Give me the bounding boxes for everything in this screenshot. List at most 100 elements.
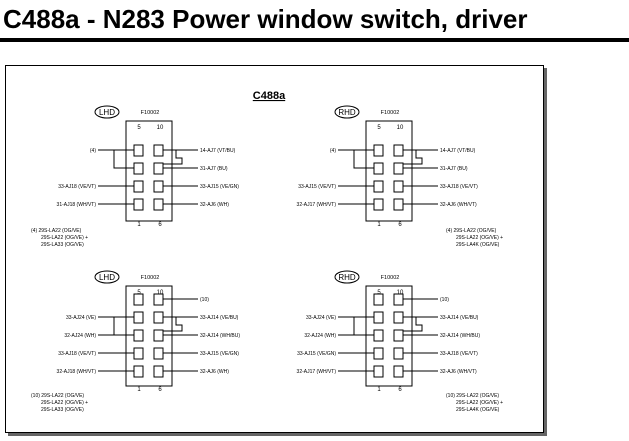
side-badge-label: RHD [338,108,356,117]
pin-number-top-left: 5 [377,125,381,131]
cavity-left [373,311,384,324]
wire-label-right: 32-AJ14 (WH/BU) [200,333,240,339]
side-badge-label: LHD [99,108,115,117]
cavity-left [133,293,144,306]
splice-note: 29S-LA33 (OG/VE) [41,407,84,413]
wire-label-right: 33-AJ14 (VE/BU) [200,315,239,321]
loop-wire-right [403,149,423,165]
cavity-right [153,347,164,360]
cavity-right [153,311,164,324]
cavity-left [373,162,384,175]
wire-label-left: 32-AJ24 (WH) [304,333,336,339]
wire-label-right: 31-AJ7 (BU) [200,166,228,172]
cavity-right [153,180,164,193]
cavity-right [153,144,164,157]
splice-note: 29S-LA22 (OG/VE) + [41,400,88,406]
cavity-left [133,180,144,193]
pin-number-top-left: 5 [377,290,381,296]
loop-wire-left [353,316,374,336]
cavity-left [133,198,144,211]
cavity-right [393,198,404,211]
pin-number-top-left: 5 [137,125,141,131]
side-badge [334,105,360,119]
pin-number-bottom-right: 6 [398,222,402,228]
wire-label-right: 14-AJ7 (VT/BU) [200,148,236,154]
cavity-left [373,365,384,378]
wire-label-right: (10) [440,297,449,303]
loop-wire-left [113,149,134,169]
cavity-right [153,162,164,175]
wire-label-left: 33-AJ15 (VE/GN) [297,351,336,357]
pin-number-top-left: 5 [137,290,141,296]
cavity-left [373,293,384,306]
pin-number-bottom-right: 6 [398,387,402,393]
wire-label-left: 33-AJ24 (VE) [66,315,96,321]
loop-wire-right [403,316,423,332]
wire-label-right: 32-AJ6 (WH/VT) [440,369,477,375]
side-badge [94,270,120,284]
wire-label-left: 32-AJ18 (WH/VT) [57,369,97,375]
cavity-left [133,311,144,324]
wire-label-right: 33-AJ18 (VE/VT) [440,184,478,190]
pin-number-top-right: 10 [157,290,164,296]
part-number: F10002 [141,110,160,116]
connector-body [365,120,413,222]
wire-label-right: 33-AJ14 (VE/BU) [440,315,479,321]
pin-number-top-right: 10 [397,290,404,296]
connector-panel: RHD F10002 5 10 1 6 33-AJ24 (VE) 32-AJ24 (WH) 33… [297,270,503,413]
splice-note: 29S-LA33 (OG/VE) [41,242,84,248]
wire-label-right: 32-AJ6 (WH) [200,369,229,375]
part-number: F10002 [381,275,400,281]
pin-number-bottom-right: 6 [158,387,162,393]
wire-label-left: 33-AJ18 (VE/VT) [58,351,96,357]
cavity-left [373,347,384,360]
side-badge [334,270,360,284]
wire-label-right: 33-AJ15 (VE/GN) [200,351,239,357]
cavity-right [393,311,404,324]
part-number: F10002 [381,110,400,116]
loop-wire-left [113,316,134,336]
wire-label-right: 32-AJ6 (WH/VT) [440,202,477,208]
cavity-left [373,180,384,193]
side-badge-label: RHD [338,273,356,282]
splice-note: 29S-LA22 (OG/VE) + [41,235,88,241]
cavity-right [393,293,404,306]
cavity-right [153,329,164,342]
loop-wire-right [163,149,183,165]
pin-number-bottom-left: 1 [377,387,381,393]
splice-note: 29S-LA22 (OG/VE) + [456,235,503,241]
splice-note: 29S-LA4K (OG/VE) [456,242,500,248]
cavity-right [393,329,404,342]
part-number: F10002 [141,275,160,281]
cavity-left [133,162,144,175]
pin-number-top-right: 10 [397,125,404,131]
cavity-right [393,347,404,360]
wire-label-left: 33-AJ24 (VE) [306,315,336,321]
cavity-left [373,329,384,342]
splice-note: (4) 29S-LA22 (OG/VE) [446,228,497,234]
loop-wire-left [353,149,374,169]
cavity-left [133,144,144,157]
pin-number-bottom-left: 1 [377,222,381,228]
pin-number-top-right: 10 [157,125,164,131]
wire-label-right: 31-AJ7 (BU) [440,166,468,172]
connector-body [125,120,173,222]
splice-note: (4) 29S-LA22 (OG/VE) [31,228,82,234]
wire-label-right: 32-AJ6 (WH) [200,202,229,208]
wire-label-right: 33-AJ15 (VE/GN) [200,184,239,190]
cavity-left [133,365,144,378]
splice-note: 29S-LA4K (OG/VE) [456,407,500,413]
cavity-right [153,293,164,306]
cavity-left [133,329,144,342]
cavity-left [133,347,144,360]
pin-number-bottom-left: 1 [137,222,141,228]
wire-label-right: (10) [200,297,209,303]
cavity-right [393,162,404,175]
cavity-left [373,144,384,157]
splice-note: (10) 29S-LA22 (OG/VE) [31,393,84,399]
cavity-left [373,198,384,211]
